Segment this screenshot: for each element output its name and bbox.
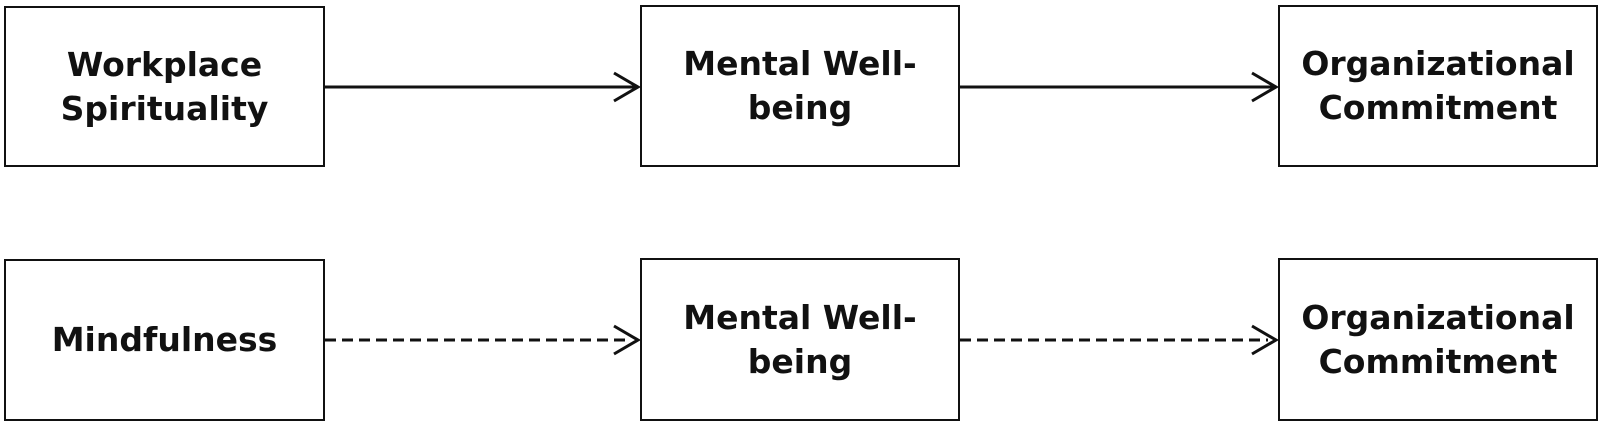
node-mental-well-being-row2: Mental Well- being — [640, 258, 960, 421]
node-mindfulness: Mindfulness — [4, 259, 325, 421]
node-workplace-spirituality: Workplace Spirituality — [4, 6, 325, 167]
node-label: Organizational Commitment — [1301, 297, 1575, 381]
edge-workplace-spirituality-to-mental-well-being — [325, 71, 641, 103]
node-organizational-commitment-row1: Organizational Commitment — [1278, 5, 1598, 167]
edge-mental-well-being-to-organizational-commitment-row1 — [960, 71, 1279, 103]
node-label: Workplace Spirituality — [60, 44, 269, 128]
node-label: Mental Well- being — [683, 44, 917, 127]
node-mental-well-being-row1: Mental Well- being — [640, 5, 960, 167]
edge-mental-well-being-to-organizational-commitment-row2 — [960, 324, 1279, 356]
node-organizational-commitment-row2: Organizational Commitment — [1278, 258, 1598, 421]
node-label: Mental Well- being — [683, 297, 917, 381]
node-label: Organizational Commitment — [1301, 44, 1575, 127]
edge-mindfulness-to-mental-well-being — [325, 324, 641, 356]
node-label: Mindfulness — [51, 320, 278, 359]
